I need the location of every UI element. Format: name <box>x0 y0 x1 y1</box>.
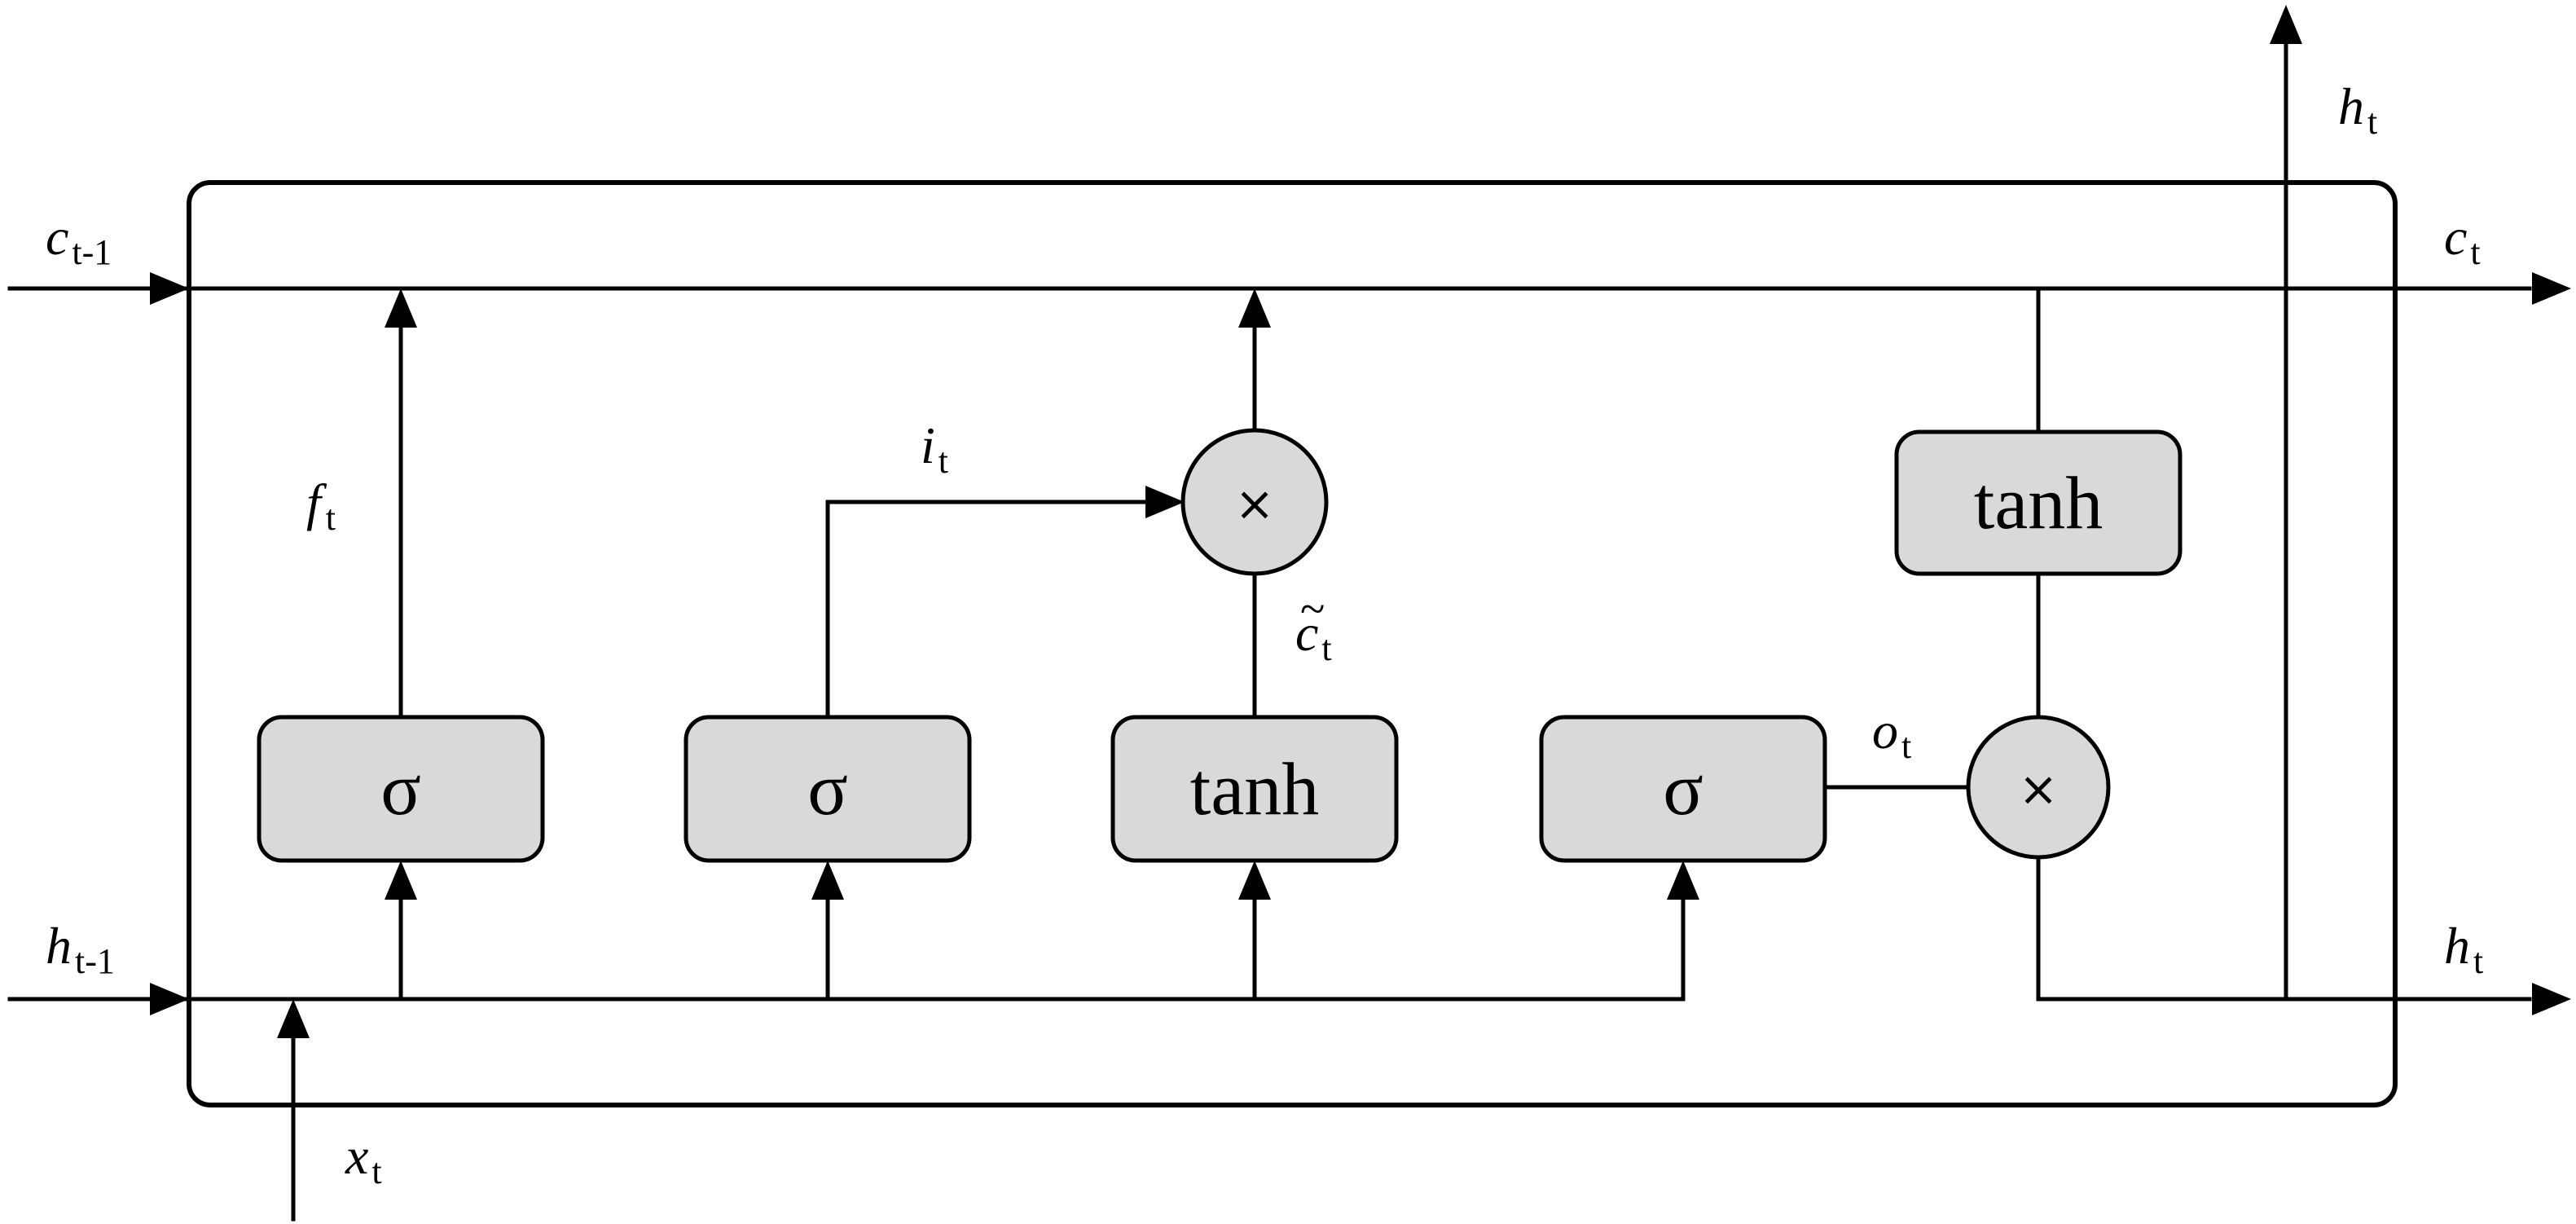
forget-gate-box <box>257 715 545 863</box>
candidate-gate-label: tanh <box>1190 747 1319 830</box>
input-gate-box <box>684 715 972 863</box>
candidate-gate-box <box>1110 715 1399 863</box>
output-multiply-circle <box>1966 715 2111 860</box>
cell-activation-label: tanh <box>1974 461 2103 544</box>
output-gate-box <box>1539 715 1827 863</box>
cell-activation-box <box>1894 429 2183 576</box>
c-candidate-tilde: ~ <box>1300 584 1325 635</box>
label-h-prev: ht-1 <box>46 917 115 981</box>
arrow-input-to-multiply <box>1145 486 1185 518</box>
candidate-gate: tanh <box>1110 715 1399 863</box>
arrow-x-in <box>277 999 310 1038</box>
output-gate-symbol: σ <box>1663 747 1703 830</box>
wires <box>7 30 2532 1222</box>
arrow-candidate-in <box>1238 861 1271 900</box>
input-gate-symbol: σ <box>807 747 848 830</box>
arrow-forget-out <box>385 288 417 328</box>
forget-gate: σ <box>257 715 545 863</box>
output-gate: σ <box>1539 715 1827 863</box>
label-h-out-top: ht <box>2338 77 2377 142</box>
input-multiply-circle <box>1180 428 1329 576</box>
arrow-h-out-top <box>2270 5 2302 44</box>
forget-gate-symbol: σ <box>380 747 421 830</box>
output-multiply: × <box>1966 715 2111 860</box>
arrow-multiply-to-cell <box>1238 288 1271 328</box>
label-x-in: xt <box>345 1127 382 1191</box>
arrowheads <box>150 5 2571 1038</box>
cell-activation: tanh <box>1894 429 2183 576</box>
label-o-gate: ot <box>1872 702 1911 766</box>
hidden-output-line <box>2036 855 2532 1002</box>
arrow-h-prev <box>150 983 189 1015</box>
label-c-out: ct <box>2444 208 2481 272</box>
label-h-out-right: ht <box>2444 917 2483 981</box>
input-gate-output-line <box>825 500 1166 720</box>
label-i-gate: it <box>921 416 948 481</box>
arrow-c-prev <box>150 272 189 305</box>
arrow-h-out-right <box>2532 983 2571 1015</box>
svg-text:ct: ct <box>1295 604 1332 668</box>
arrow-output-in <box>1667 861 1699 900</box>
input-multiply: × <box>1180 428 1329 576</box>
arrow-c-out <box>2532 272 2571 305</box>
label-c-prev: ct-1 <box>46 208 112 272</box>
output-multiply-symbol: × <box>2019 761 2059 817</box>
arrow-forget-in <box>385 861 417 900</box>
arrow-input-in <box>811 861 844 900</box>
cell-frame <box>187 180 2398 1107</box>
input-gate: σ <box>684 715 972 863</box>
input-multiply-symbol: × <box>1235 476 1275 531</box>
label-c-candidate: ~ ct <box>1295 584 1332 668</box>
